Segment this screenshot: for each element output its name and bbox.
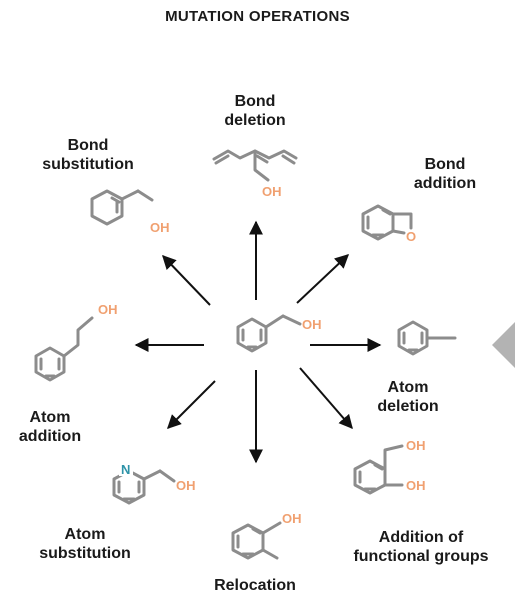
arrow-up-right [296, 254, 350, 304]
label-atom-substitution-line1: Atom [64, 526, 106, 543]
bond-addition-o-label: O [406, 229, 416, 244]
label-addition-of-functional-groups-line2: functional groups [353, 548, 489, 565]
atom-addition-oh-label: OH [98, 302, 118, 317]
molecule-bond-substitution: OH [90, 189, 170, 235]
center-oh-label: OH [302, 317, 322, 332]
arrow-up-left [162, 254, 211, 306]
label-bond-deletion-line1: Bond [234, 93, 276, 110]
label-bond-deletion-line2: deletion [224, 112, 286, 129]
side-tab-arrow [492, 322, 515, 368]
bond-deletion-oh-label: OH [262, 184, 282, 199]
label-atom-substitution: Atom substitution [30, 525, 140, 563]
label-atom-addition-line2: addition [18, 428, 82, 445]
label-atom-addition-line1: Atom [29, 409, 71, 426]
molecule-atom-substitution: N OH [112, 462, 196, 505]
molecule-functional-groups: OH OH [353, 438, 426, 495]
relocation-oh-label: OH [282, 511, 302, 526]
label-atom-addition: Atom addition [10, 408, 90, 446]
label-relocation: Relocation [195, 576, 315, 595]
atom-substitution-n-label: N [121, 462, 130, 477]
label-bond-addition: Bond addition [395, 155, 495, 193]
label-relocation-line1: Relocation [214, 577, 296, 594]
label-atom-deletion-line2: deletion [377, 398, 439, 415]
label-atom-deletion: Atom deletion [368, 378, 448, 416]
label-atom-deletion-line1: Atom [387, 379, 429, 396]
arrow-down-right [299, 367, 353, 430]
atom-substitution-oh-label: OH [176, 478, 196, 493]
molecule-relocation: OH [231, 511, 302, 560]
label-bond-substitution-line2: substitution [42, 156, 134, 173]
label-bond-deletion: Bond deletion [205, 92, 305, 130]
label-addition-of-functional-groups: Addition of functional groups [335, 528, 507, 566]
diagram-title: MUTATION OPERATIONS [165, 8, 350, 25]
label-bond-substitution: Bond substitution [28, 136, 148, 174]
functional-groups-oh-bottom-label: OH [406, 478, 426, 493]
label-bond-addition-line2: addition [413, 175, 477, 192]
functional-groups-oh-top-label: OH [406, 438, 426, 453]
label-addition-of-functional-groups-line1: Addition of [378, 529, 464, 546]
molecule-center-benzyl-alcohol: OH [236, 314, 322, 353]
label-bond-addition-line1: Bond [424, 156, 466, 173]
molecule-bond-addition: O [361, 204, 416, 244]
bond-substitution-oh-label: OH [150, 220, 170, 235]
label-atom-substitution-line2: substitution [39, 545, 131, 562]
arrow-down-left [167, 380, 216, 429]
molecule-bond-deletion: OH [212, 149, 298, 199]
molecule-atom-addition: OH [34, 302, 118, 382]
molecule-atom-deletion [397, 320, 457, 356]
label-bond-substitution-line1: Bond [67, 137, 109, 154]
